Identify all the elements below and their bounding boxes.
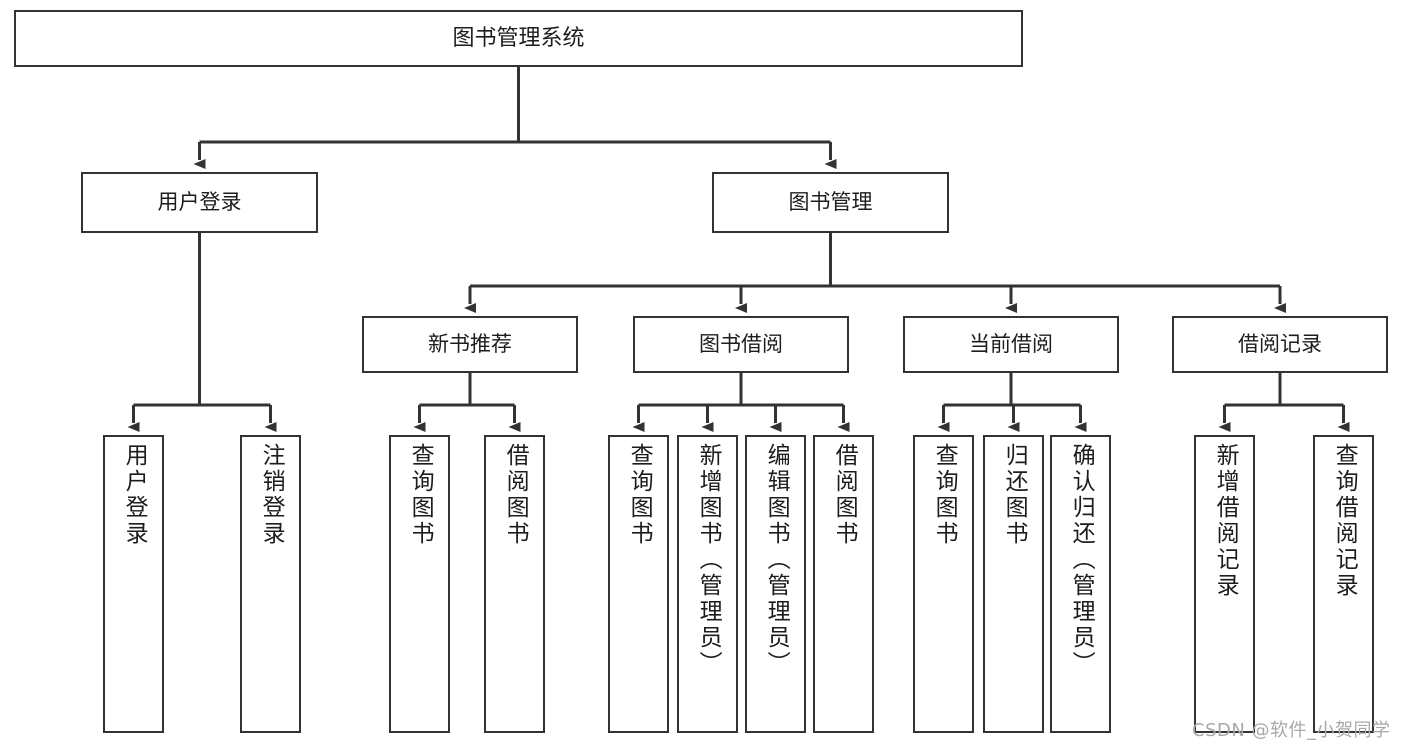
node-new-book-recommend[interactable]: 新书推荐 <box>362 316 578 373</box>
node-leaf-logout[interactable]: 注销登录 <box>240 435 301 733</box>
node-leaf-borrow-book-1[interactable]: 借阅图书 <box>484 435 545 733</box>
node-label: 用户登录 <box>157 190 242 215</box>
node-leaf-borrow-book-2[interactable]: 借阅图书 <box>813 435 874 733</box>
node-label: 当前借阅 <box>969 332 1053 357</box>
node-leaf-query-book-1[interactable]: 查询图书 <box>389 435 450 733</box>
node-leaf-return-book[interactable]: 归还图书 <box>983 435 1044 733</box>
node-book-manage[interactable]: 图书管理 <box>712 172 949 233</box>
node-label: 图书管理系统 <box>452 25 585 51</box>
node-label: 新增图书（管理员） <box>695 443 722 677</box>
node-leaf-query-book-3[interactable]: 查询图书 <box>913 435 974 733</box>
node-leaf-edit-book[interactable]: 编辑图书（管理员） <box>745 435 806 733</box>
node-label: 新增借阅记录 <box>1212 443 1239 599</box>
node-label: 图书管理 <box>788 190 873 215</box>
node-leaf-query-record[interactable]: 查询借阅记录 <box>1313 435 1374 733</box>
node-root[interactable]: 图书管理系统 <box>14 10 1023 67</box>
node-label: 编辑图书（管理员） <box>763 443 790 677</box>
node-label: 查询借阅记录 <box>1331 443 1358 599</box>
node-label: 查询图书 <box>407 443 434 547</box>
node-leaf-query-book-2[interactable]: 查询图书 <box>608 435 669 733</box>
node-label: 归还图书 <box>1001 443 1028 547</box>
node-leaf-confirm-return[interactable]: 确认归还（管理员） <box>1050 435 1111 733</box>
node-label: 用户登录 <box>121 443 148 547</box>
node-leaf-add-record[interactable]: 新增借阅记录 <box>1194 435 1255 733</box>
node-user-login[interactable]: 用户登录 <box>81 172 318 233</box>
node-label: 查询图书 <box>931 443 958 547</box>
node-leaf-user-login[interactable]: 用户登录 <box>103 435 164 733</box>
node-borrow-record[interactable]: 借阅记录 <box>1172 316 1388 373</box>
node-label: 借阅记录 <box>1238 332 1322 357</box>
node-label: 借阅图书 <box>502 443 529 547</box>
node-leaf-add-book[interactable]: 新增图书（管理员） <box>677 435 738 733</box>
node-label: 借阅图书 <box>831 443 858 547</box>
node-current-borrow[interactable]: 当前借阅 <box>903 316 1119 373</box>
node-label: 确认归还（管理员） <box>1068 443 1095 677</box>
node-label: 查询图书 <box>626 443 653 547</box>
node-label: 注销登录 <box>258 443 285 547</box>
node-label: 新书推荐 <box>428 332 512 357</box>
watermark-text: CSDN @软件_小贺同学 <box>1192 720 1391 741</box>
node-book-borrow[interactable]: 图书借阅 <box>633 316 849 373</box>
node-label: 图书借阅 <box>699 332 783 357</box>
